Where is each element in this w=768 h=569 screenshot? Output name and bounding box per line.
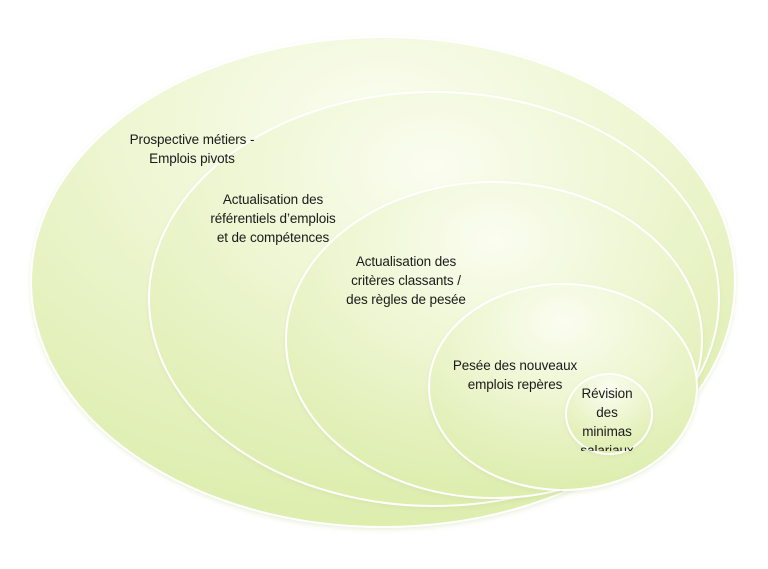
label-prospective-metiers: Prospective métiers - Emplois pivots (129, 132, 255, 166)
label-pesee-emplois: Pesée des nouveaux emplois repères (452, 358, 578, 392)
label-revision-minimas: Révision des minimas salariaux (580, 386, 634, 451)
label-actualisation-criteres: Actualisation des critères classants / d… (346, 254, 466, 307)
ellipse-level-5 (565, 373, 653, 455)
label-actualisation-referentiels: Actualisation des référentiels d’emplois… (210, 192, 336, 245)
